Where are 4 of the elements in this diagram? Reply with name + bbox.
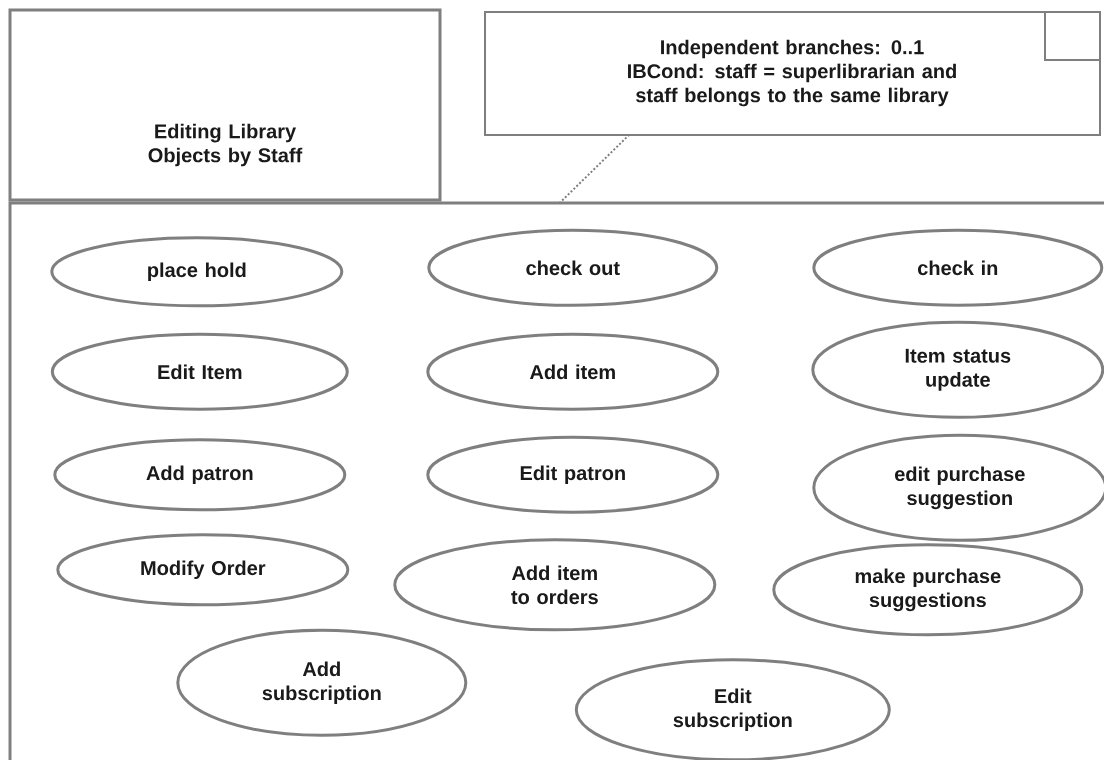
leader-line [558,133,631,204]
note-box: Independent branches: 0..1 IBCond: staff = superlibrarian and staff belongs to the same library [484,11,1101,136]
frame [8,201,1104,760]
frame-name-box: Editing Library Objects by Staff [8,8,442,202]
